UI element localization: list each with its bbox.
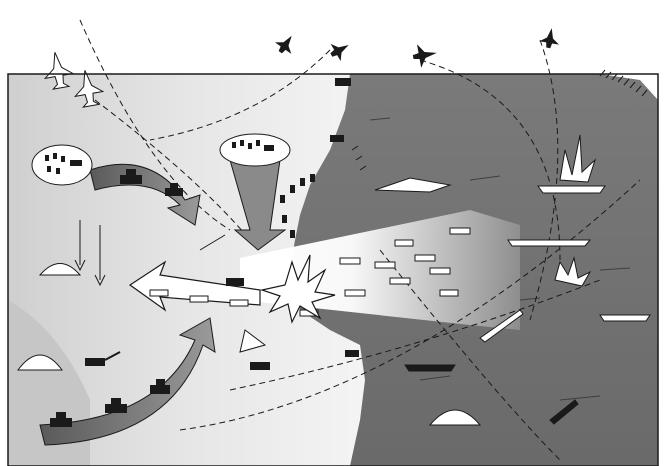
sea-texture <box>369 117 631 401</box>
landing-craft-icon <box>374 261 396 269</box>
tank-icon <box>345 350 359 357</box>
bunker-icon <box>374 177 452 193</box>
warship-icon <box>537 185 606 194</box>
tank-icon <box>105 398 127 413</box>
attack-arrow-icon <box>239 329 267 353</box>
tank-icon <box>50 412 72 427</box>
tank-icon <box>165 183 183 196</box>
flight-trails <box>79 19 641 461</box>
landing-craft <box>149 227 471 317</box>
warship-icon <box>549 399 579 425</box>
tank-icon <box>250 362 270 370</box>
explosions <box>259 134 597 324</box>
troop-icon <box>31 144 93 186</box>
jet-fighter-icon <box>330 43 349 62</box>
jet-fighter-icon <box>43 52 75 90</box>
warship-icon <box>507 239 592 247</box>
landing-craft-icon <box>339 257 361 265</box>
attack-arrow-icon <box>229 159 287 251</box>
movement-arrows <box>74 220 226 287</box>
tank-icon <box>330 135 344 142</box>
explosion-icon <box>259 254 336 324</box>
bunker-icon <box>38 263 82 276</box>
landing-craft-icon <box>149 289 169 297</box>
bunker-icon <box>17 354 63 371</box>
jet-fighter-icon <box>73 70 105 108</box>
tank-icon <box>226 278 244 286</box>
attack-arrows <box>39 159 287 446</box>
landing-craft-icon <box>344 289 366 297</box>
explosion-icon <box>554 256 592 287</box>
bunkers <box>17 177 482 426</box>
warship-icon <box>404 364 456 372</box>
tank-icon <box>150 379 170 394</box>
warship-icon <box>479 309 524 343</box>
landing-craft-icon <box>449 227 471 235</box>
illustration-frame <box>7 73 659 466</box>
jet-fighter-icon <box>412 44 437 68</box>
jet-fighter-icon <box>539 28 559 49</box>
troop-cluster <box>31 133 291 186</box>
tank-icon <box>120 169 142 184</box>
bunker-icon <box>428 409 482 426</box>
troop-icon <box>219 133 291 167</box>
landing-craft-icon <box>414 254 436 262</box>
coastline-hatching <box>351 69 648 171</box>
landing-craft-icon <box>389 277 411 285</box>
landing-craft-icon <box>439 289 459 297</box>
landing-craft-icon <box>189 295 209 303</box>
tank-icon <box>85 351 121 366</box>
tank-icon <box>335 78 351 86</box>
attack-arrow-icon <box>89 163 201 226</box>
landing-craft-icon <box>429 267 451 275</box>
jet-fighter-icon <box>274 35 292 54</box>
landing-craft-icon <box>394 239 414 247</box>
warship-icon <box>599 314 651 322</box>
landing-craft-icon <box>229 299 249 307</box>
tanks <box>50 78 359 427</box>
warships <box>404 185 651 425</box>
coastal-fortifications <box>280 174 315 238</box>
jets <box>43 28 559 108</box>
explosion-icon <box>559 134 597 183</box>
